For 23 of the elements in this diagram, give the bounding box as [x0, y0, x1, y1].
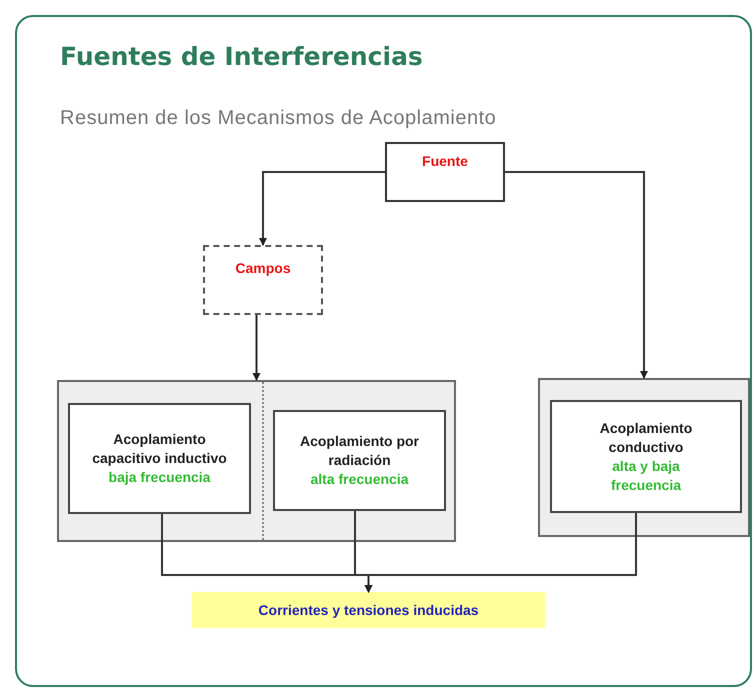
node-text: Corrientes y tensiones inducidas — [258, 600, 479, 620]
node-text: Campos — [235, 259, 291, 278]
group-panel — [538, 378, 750, 537]
process-box — [385, 142, 505, 202]
result-box — [192, 592, 545, 628]
node-text: baja frecuencia — [108, 468, 210, 487]
node-text: alta y baja frecuencia — [610, 456, 682, 494]
connector-arrow — [364, 513, 637, 593]
process-box — [68, 403, 251, 514]
subtitle: Resumen de los Mecanismos de Acoplamiento — [60, 106, 496, 131]
connector-arrow — [505, 171, 648, 379]
group-panel — [57, 380, 456, 542]
process-box — [273, 410, 446, 511]
node-text: Acoplamiento conductivo — [598, 418, 694, 456]
node-text: Fuente — [422, 152, 468, 171]
node-text: Acoplamiento capacitivo inductivo — [91, 430, 228, 468]
process-box — [550, 400, 742, 513]
node-text: Acoplamiento por radiación — [299, 432, 420, 470]
connector-arrow — [259, 171, 385, 246]
process-box — [203, 245, 323, 315]
connector-arrow — [252, 315, 260, 381]
title: Fuentes de Interferencias — [60, 41, 423, 73]
node-text: alta frecuencia — [310, 470, 409, 489]
